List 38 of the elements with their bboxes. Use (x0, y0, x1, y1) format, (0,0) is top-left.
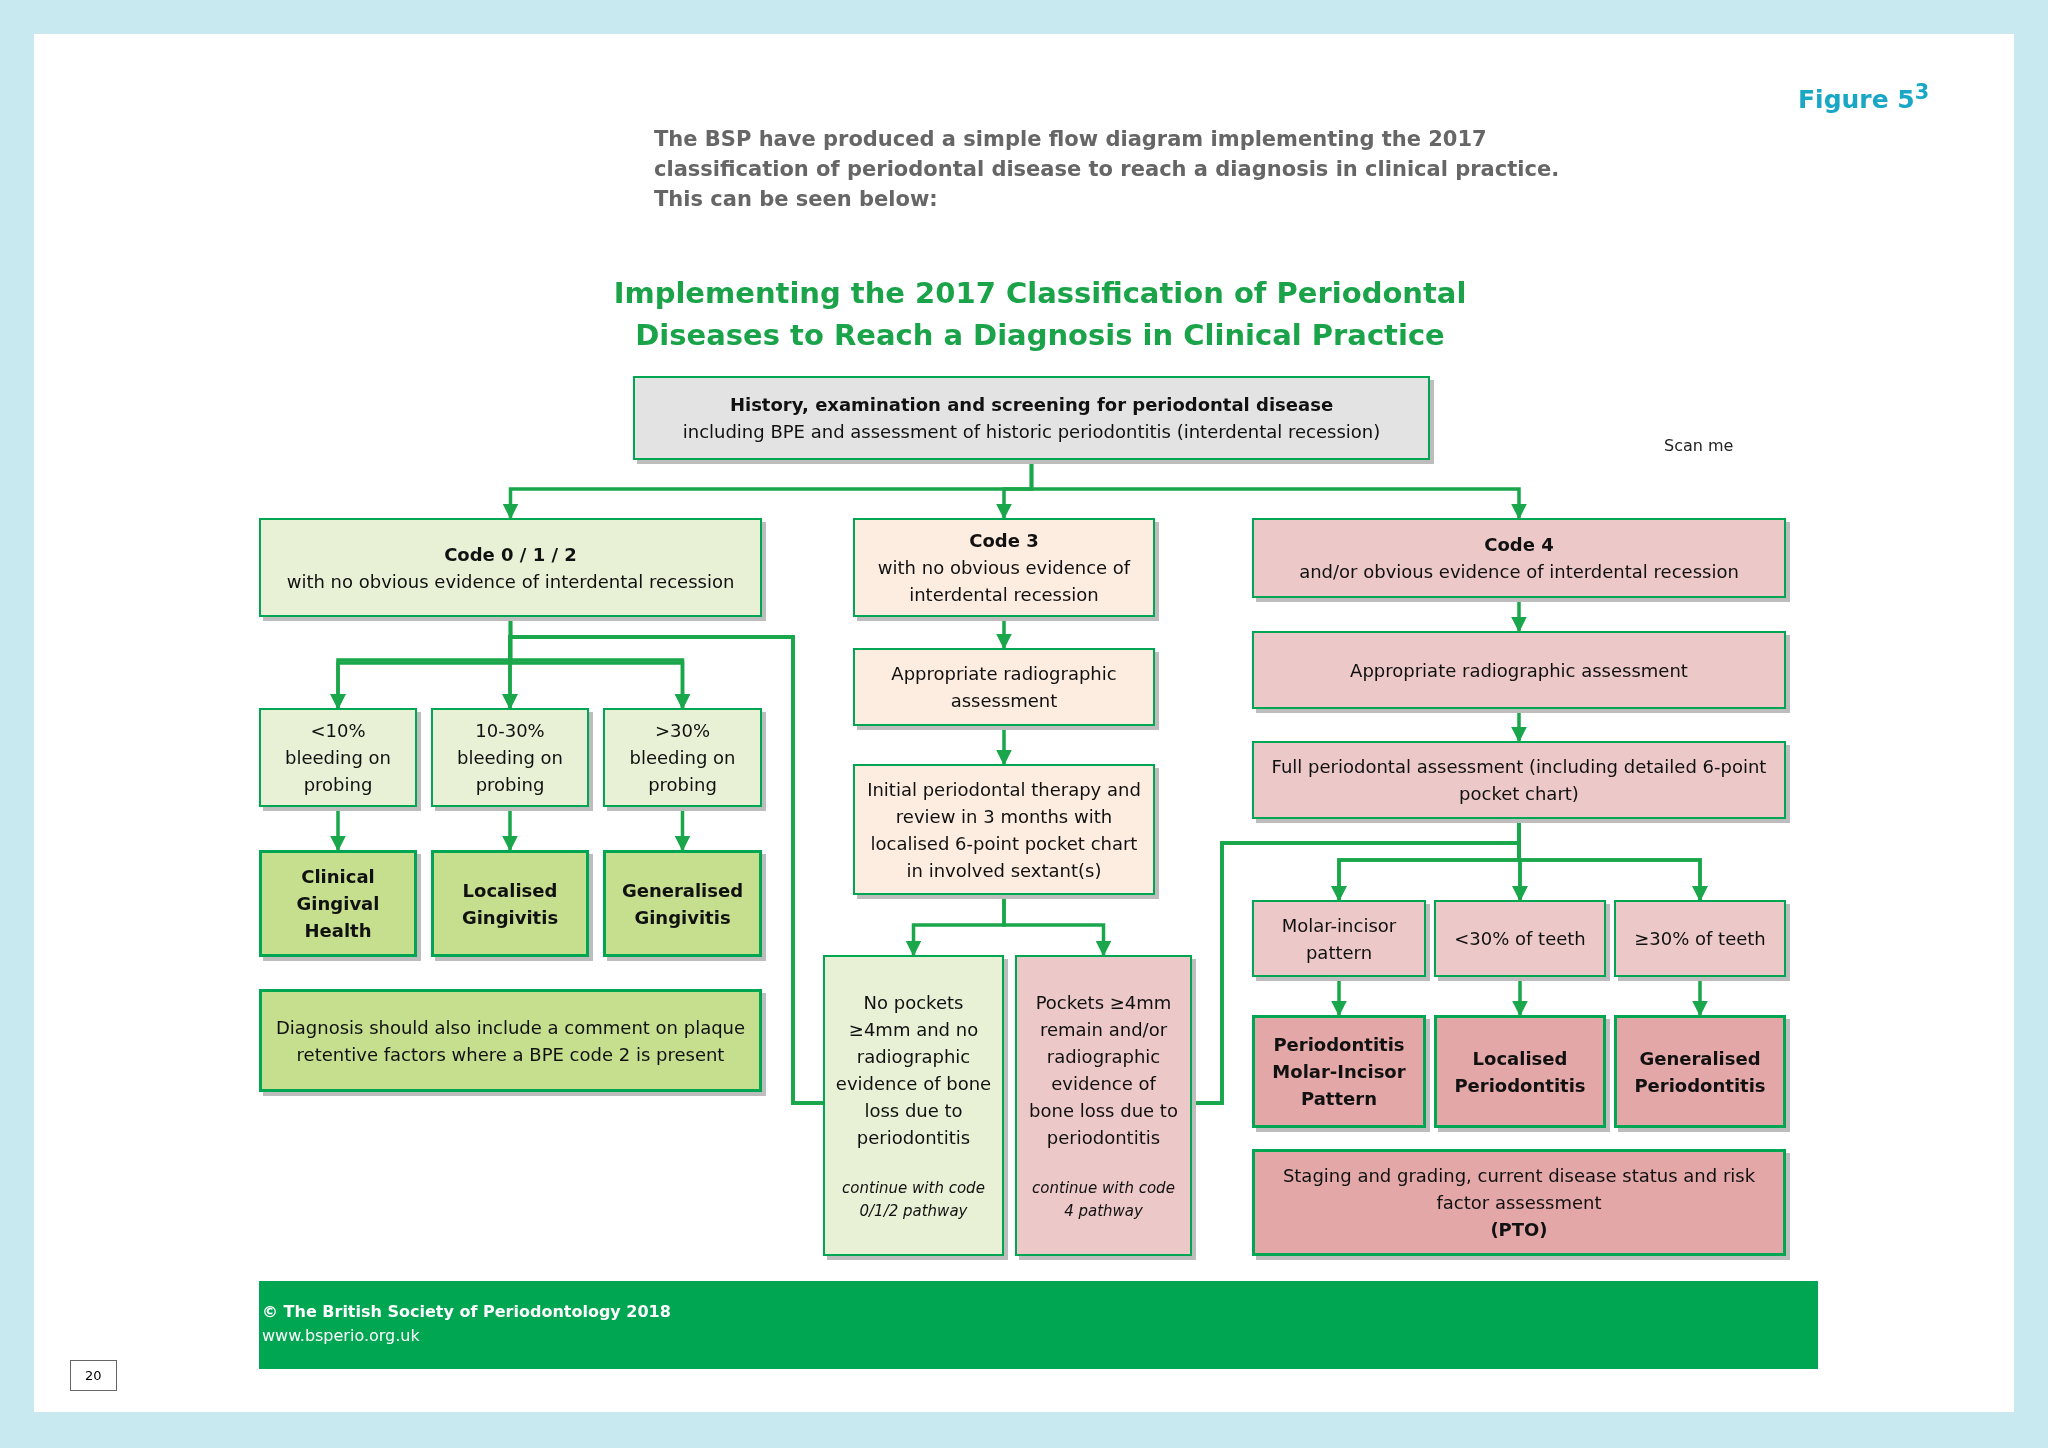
box-text: >30% bleeding on probing (628, 719, 737, 797)
box-text: Localised Gingivitis (460, 878, 560, 930)
box-heading: History, examination and screening for periodontal disease (729, 393, 1334, 417)
box-text: and/or obvious evidence of interdental recession (1299, 560, 1739, 584)
box-text: with no obvious evidence of interdental recession (286, 569, 735, 594)
intro-text: The BSP have produced a simple flow diagram implementing the 2017 classification of periodontal disease to reach a diagnosis in clinical practice. This can be seen below: (654, 126, 1561, 213)
box-text: Appropriate radiographic assessment (890, 662, 1118, 713)
box-text: Generalised Periodontitis (1633, 1046, 1767, 1098)
box-text: with no obvious evidence of interdental recession (876, 556, 1132, 607)
box-text: Periodontitis Molar-Incisor Pattern (1271, 1033, 1407, 1111)
qr-caption: Scan me (1664, 436, 1734, 455)
box-heading: Code 3 (969, 529, 1039, 553)
box-text: No pockets ≥4mm and no radiographic evidence of bone loss due to periodontitis (835, 990, 992, 1150)
box-text: Appropriate radiographic assessment (1350, 658, 1688, 683)
box-heading: Code 0 / 1 / 2 (444, 542, 577, 567)
box-note: continue with code 0/1/2 pathway (841, 1177, 986, 1222)
box-text: Full periodontal assessment (including detailed 6-point pocket chart) (1270, 755, 1768, 806)
box-text: Generalised Gingivitis (620, 878, 745, 930)
figure-number: Figure 5$^{3}$ (1798, 80, 1930, 115)
box-text: Initial periodontal therapy and review in 3 months with localised 6-point pocket chart in involved sextant(s) (866, 777, 1142, 883)
diagram-title: Implementing the 2017 Classification of Periodontal Diseases to Reach a Diagnosis in Clinical Practice (612, 275, 1468, 354)
box-text: ≥30% of teeth (1634, 927, 1766, 951)
box-text: <30% of teeth (1454, 927, 1586, 951)
box-text: 10-30% bleeding on probing (456, 719, 564, 797)
box-heading: Code 4 (1484, 533, 1554, 557)
copyright-text: © The British Society of Periodontology 2018 (262, 1302, 671, 1321)
box-text: <10% bleeding on probing (284, 719, 392, 797)
box-text: Pockets ≥4mm remain and/or radiographic evidence of bone loss due to periodontitis (1028, 990, 1179, 1150)
box-text: Localised Periodontitis (1453, 1046, 1587, 1098)
page-number: 20 (70, 1360, 117, 1391)
box-text: Diagnosis should also include a comment on plaque retentive factors where a BPE code 2 is present (274, 1015, 747, 1067)
box-text: Staging and grading, current disease status and risk factor assessment (1281, 1164, 1757, 1215)
box-text: including BPE and assessment of historic periodontitis (interdental recession) (682, 420, 1381, 444)
box-note: continue with code 4 pathway (1031, 1177, 1176, 1222)
box-text: (PTO) (1490, 1218, 1548, 1242)
box-text: Molar-incisor pattern (1280, 913, 1398, 965)
box-text: Clinical Gingival Health (295, 865, 381, 943)
website-text: www.bsperio.org.uk (262, 1326, 420, 1345)
